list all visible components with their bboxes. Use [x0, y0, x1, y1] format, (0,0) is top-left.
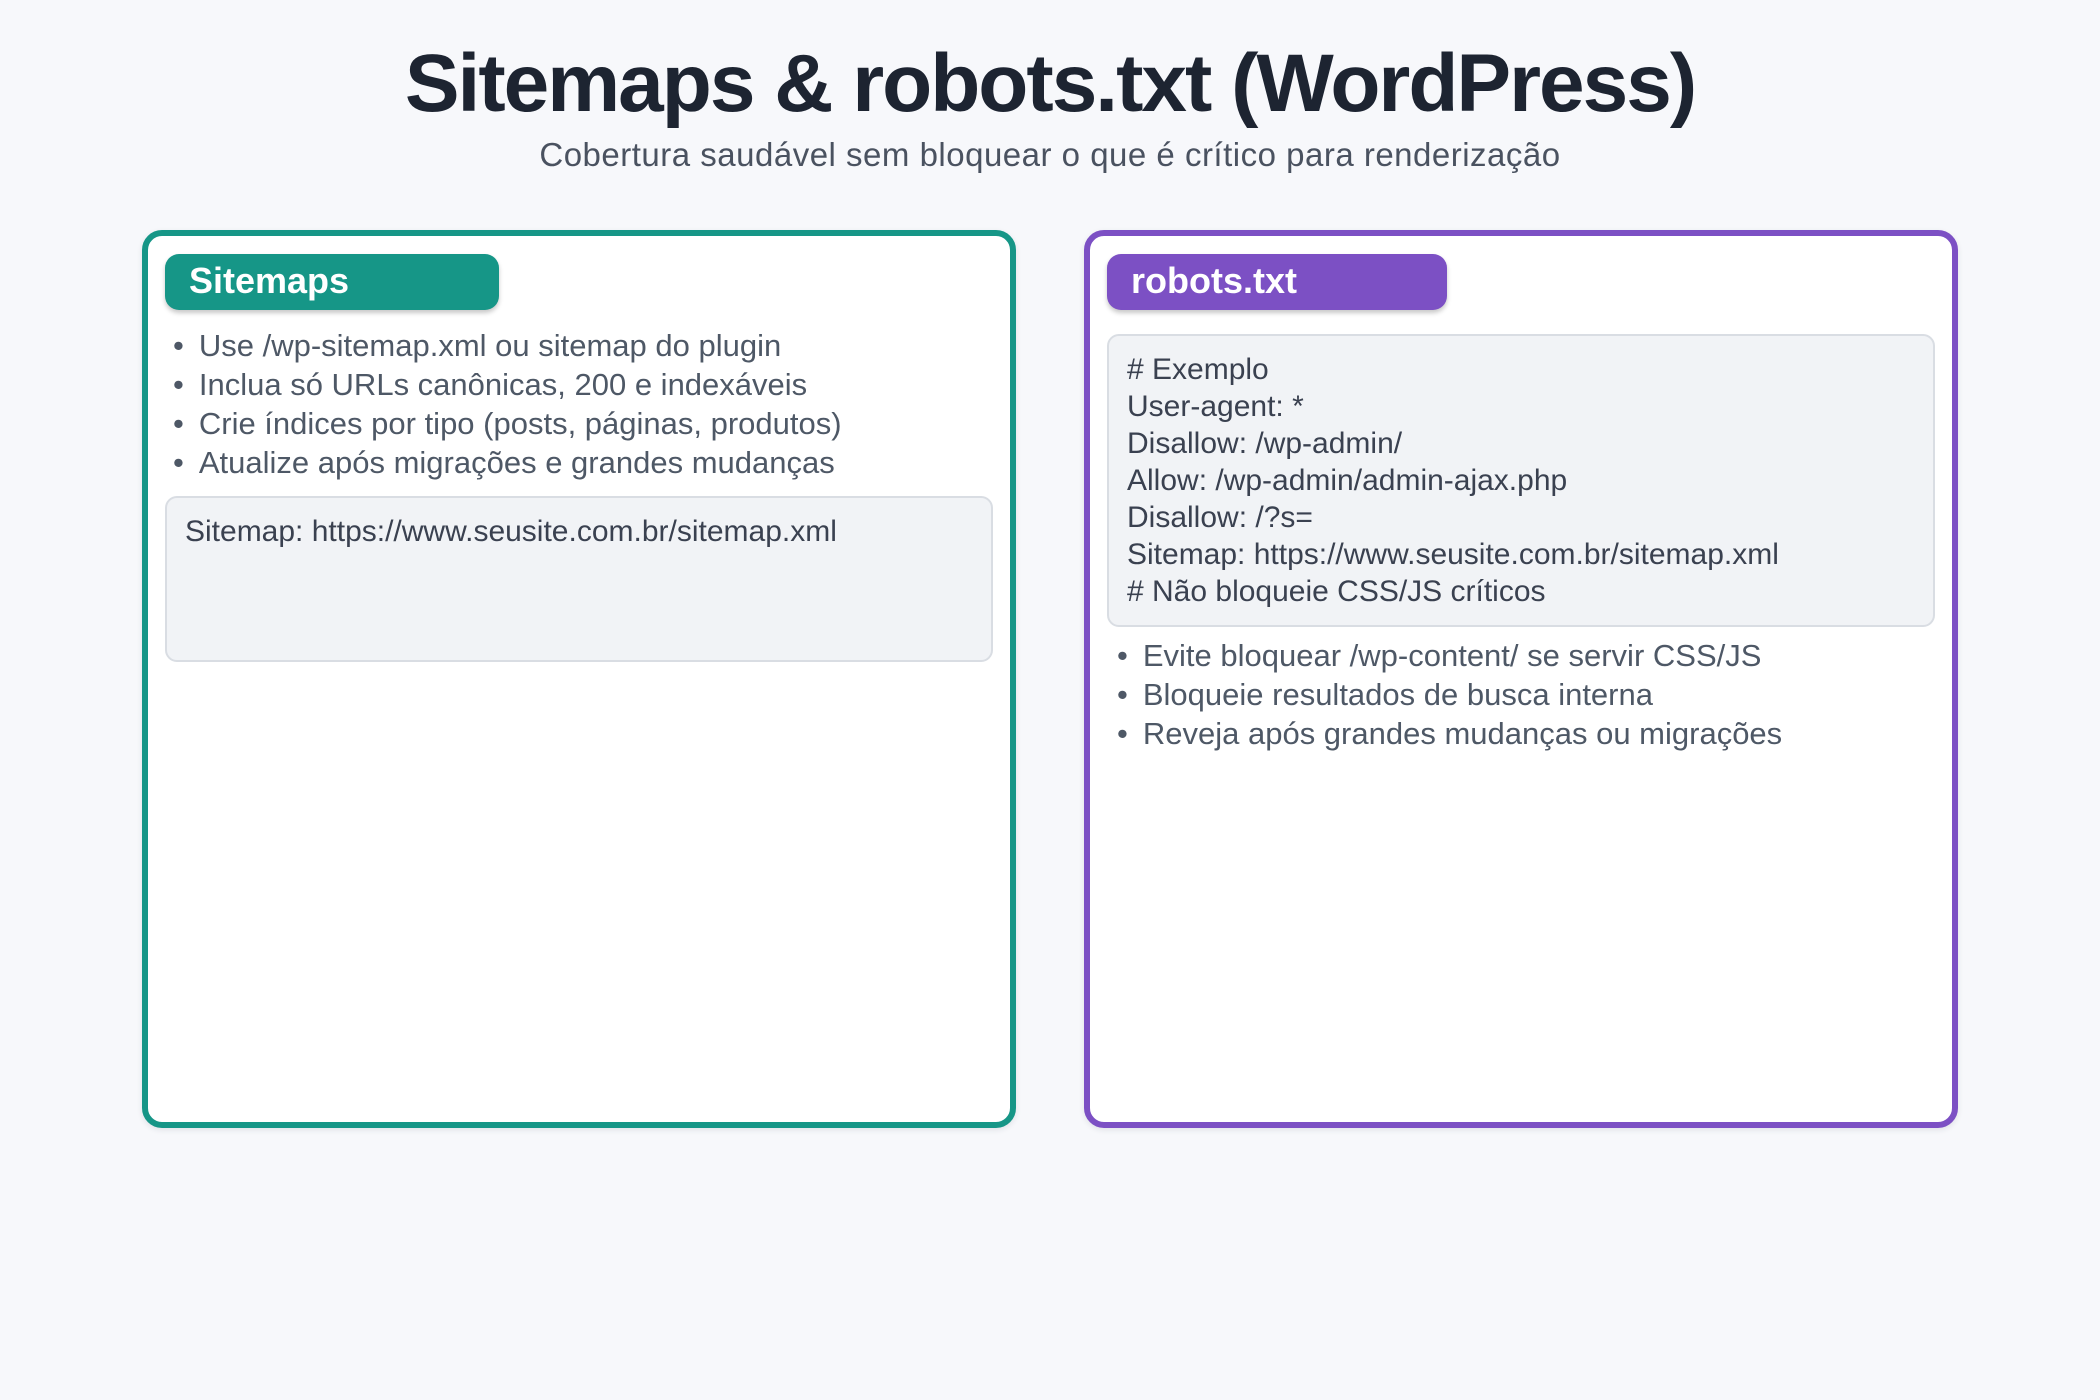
sitemaps-bullet-list: Use /wp-sitemap.xml ou sitemap do plugin… — [165, 326, 993, 482]
robots-card-title-badge: robots.txt — [1107, 253, 1447, 310]
sitemaps-bullet-item: Crie índices por tipo (posts, páginas, p… — [173, 404, 993, 443]
sitemap-code-box: Sitemap: https://www.seusite.com.br/site… — [165, 495, 993, 662]
robots-bullet-item: Reveja após grandes mudanças ou migraçõe… — [1117, 714, 1935, 753]
robots-code-line: Disallow: /wp-admin/ — [1127, 426, 1403, 460]
sitemaps-bullet-item: Atualize após migrações e grandes mudanç… — [173, 443, 993, 482]
page-subtitle: Cobertura saudável sem bloquear o que é … — [539, 135, 1561, 173]
sitemaps-card: Sitemaps Use /wp-sitemap.xml ou sitemap … — [142, 229, 1016, 1128]
page-title: Sitemaps & robots.txt (WordPress) — [404, 38, 1697, 129]
robots-code-line: User-agent: * — [1127, 389, 1304, 423]
cards-row: Sitemaps Use /wp-sitemap.xml ou sitemap … — [0, 229, 2100, 1128]
sitemaps-card-title-badge: Sitemaps — [165, 253, 500, 310]
robots-code-line: # Exemplo — [1127, 352, 1269, 386]
page-header: Sitemaps & robots.txt (WordPress) Cobert… — [0, 0, 2100, 174]
robots-bullet-list: Evite bloquear /wp-content/ se servir CS… — [1107, 636, 1935, 753]
robots-code-line: Allow: /wp-admin/admin-ajax.php — [1127, 463, 1568, 497]
robots-code-line: Disallow: /?s= — [1127, 500, 1313, 534]
robots-bullet-item: Evite bloquear /wp-content/ se servir CS… — [1117, 636, 1935, 675]
robots-code-line: # Não bloqueie CSS/JS críticos — [1127, 574, 1546, 608]
robots-bullet-item: Bloqueie resultados de busca interna — [1117, 675, 1935, 714]
sitemap-code-line: Sitemap: https://www.seusite.com.br/site… — [185, 514, 837, 548]
sitemaps-bullet-item: Inclua só URLs canônicas, 200 e indexáve… — [173, 365, 993, 404]
robots-code-line: Sitemap: https://www.seusite.com.br/site… — [1127, 537, 1779, 571]
sitemaps-bullet-item: Use /wp-sitemap.xml ou sitemap do plugin — [173, 326, 993, 365]
